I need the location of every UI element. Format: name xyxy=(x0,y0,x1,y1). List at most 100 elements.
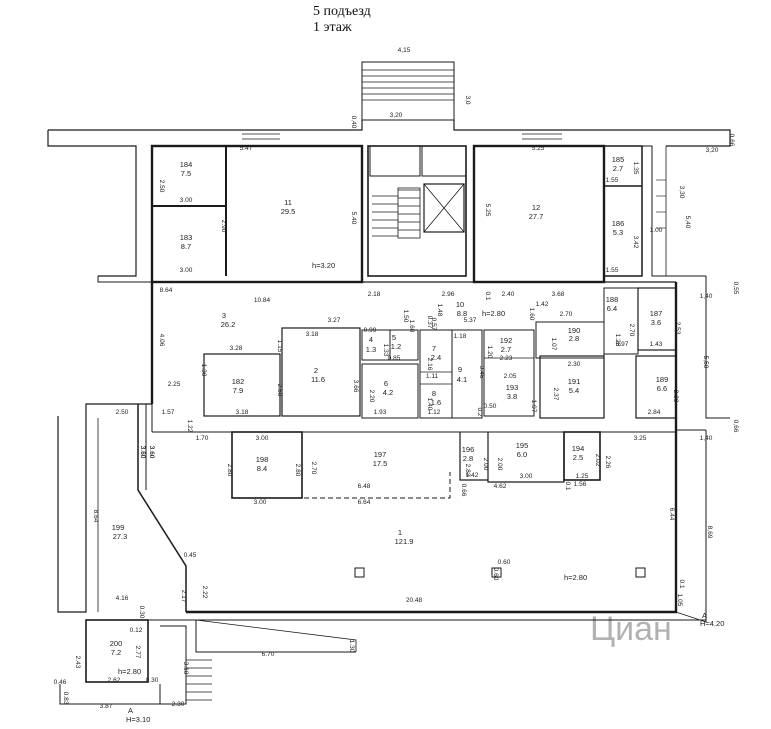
dimension-label: 3.10 xyxy=(182,662,189,675)
dimension-label: 3.25 xyxy=(634,435,647,442)
room-number: 196 xyxy=(462,445,475,454)
room-area: 121.9 xyxy=(395,537,414,546)
room-number: 9 xyxy=(458,365,462,374)
room-9: 94.1 xyxy=(457,365,467,384)
room-number: 7 xyxy=(432,344,436,353)
room-area: 7.5 xyxy=(181,169,191,178)
dimension-label: 0.30 xyxy=(138,606,145,619)
room-area: 4.1 xyxy=(457,375,467,384)
dimension-label: 2.37 xyxy=(552,388,559,401)
room-number: 1 xyxy=(398,528,402,537)
dimension-label: 2.05 xyxy=(504,373,517,380)
dimension-label: 20.48 xyxy=(406,597,423,604)
room-area: 2.5 xyxy=(573,453,583,462)
room-number: 186 xyxy=(612,219,625,228)
dimension-label: 5.25 xyxy=(532,145,545,152)
dimension-label: 3.28 xyxy=(230,345,243,352)
dimension-label: 2.30 xyxy=(172,701,185,708)
dimension-label: 2.80 xyxy=(226,464,233,477)
entrance-title: 5 подъезд xyxy=(313,4,371,19)
room-area: 5.4 xyxy=(569,386,579,395)
room-area: 17.5 xyxy=(373,459,388,468)
dimension-label: 3.60 xyxy=(148,446,155,459)
dimension-label: 2.22 xyxy=(201,586,208,599)
room-number: 182 xyxy=(232,377,245,386)
dimension-label: 2.43 xyxy=(74,656,81,669)
dimension-label: 2.84 xyxy=(648,409,661,416)
room-area: 1.6 xyxy=(431,398,441,407)
dimension-labels: 4,153,00,403,200,663,200,551,400,661,403… xyxy=(54,47,739,710)
room-area: 27.7 xyxy=(529,212,544,221)
room-area: 1.2 xyxy=(391,342,401,351)
room-area: 8.4 xyxy=(257,464,267,473)
dimension-label: 1.25 xyxy=(576,473,589,480)
dimension-label: 0.1 xyxy=(564,481,571,490)
dimension-label: 2.77 xyxy=(134,646,141,659)
dimension-label: 5.40 xyxy=(350,212,357,225)
dimension-label: 4.16 xyxy=(116,595,129,602)
room-number: 12 xyxy=(532,203,540,212)
room-number: 10 xyxy=(456,300,464,309)
dimension-label: 0.50 xyxy=(484,403,497,410)
dimension-label: 0,66 xyxy=(728,134,735,147)
dimension-label: 2.33 xyxy=(672,390,679,403)
room-area: 6.0 xyxy=(517,450,527,459)
dimension-label: 1.12 xyxy=(428,409,441,416)
room-number: 185 xyxy=(612,155,625,164)
dimension-label: 0.12 xyxy=(130,627,143,634)
dimension-label: 1.15 xyxy=(276,340,283,353)
room-area: 3.8 xyxy=(507,392,517,401)
dimension-label: 6.64 xyxy=(358,499,371,506)
room-number: 200 xyxy=(110,639,123,648)
dimension-label: 4.06 xyxy=(158,334,165,347)
room-area: 4.2 xyxy=(383,388,393,397)
dimension-label: 1.05 xyxy=(676,594,683,607)
room-area: 26.2 xyxy=(221,320,236,329)
dimension-label: 3.00 xyxy=(520,473,533,480)
dimension-label: 2.80 xyxy=(294,464,301,477)
dimension-label: 0.99 xyxy=(364,327,377,334)
dimension-label: 1.40 xyxy=(426,398,433,411)
dimension-label: 1.30 xyxy=(200,364,207,377)
dimension-label: 2.00 xyxy=(482,458,489,471)
dimension-label: 5.25 xyxy=(484,204,491,217)
dimension-label: 3.42 xyxy=(632,236,639,249)
dimension-label: 1.55 xyxy=(606,267,619,274)
dimension-label: 1.48 xyxy=(436,304,443,317)
dimension-label: 0.97 xyxy=(616,341,629,348)
dimension-label: 2.50 xyxy=(276,384,283,397)
dimension-label: 3.60 xyxy=(139,446,146,459)
room-area: 3.6 xyxy=(651,318,661,327)
room-5: 51.2 xyxy=(391,333,401,351)
dimension-label: 1.20 xyxy=(486,346,493,359)
dimension-label: 3.00 xyxy=(180,267,193,274)
room-number: 192 xyxy=(500,336,513,345)
room-number: 189 xyxy=(656,375,669,384)
dimension-label: 1.60 xyxy=(408,320,415,333)
height-label: h=3.20 xyxy=(312,261,335,270)
dimension-label: 1.43 xyxy=(650,341,663,348)
room-area: 8.8 xyxy=(457,309,467,318)
dimension-label: 2.70 xyxy=(628,324,635,337)
room-number: 188 xyxy=(606,295,619,304)
dimension-label: 0.1 xyxy=(484,291,491,300)
room-area: 11.6 xyxy=(311,375,325,384)
room-area: 6.6 xyxy=(657,384,667,393)
dimension-label: 2.00 xyxy=(496,458,503,471)
dimension-label: 0.30 xyxy=(146,677,159,684)
dimension-label: 2.62 xyxy=(108,677,121,684)
room-number: 5 xyxy=(392,333,396,342)
dimension-label: 1,40 xyxy=(700,435,713,442)
dimension-label: 1.55 xyxy=(606,177,619,184)
